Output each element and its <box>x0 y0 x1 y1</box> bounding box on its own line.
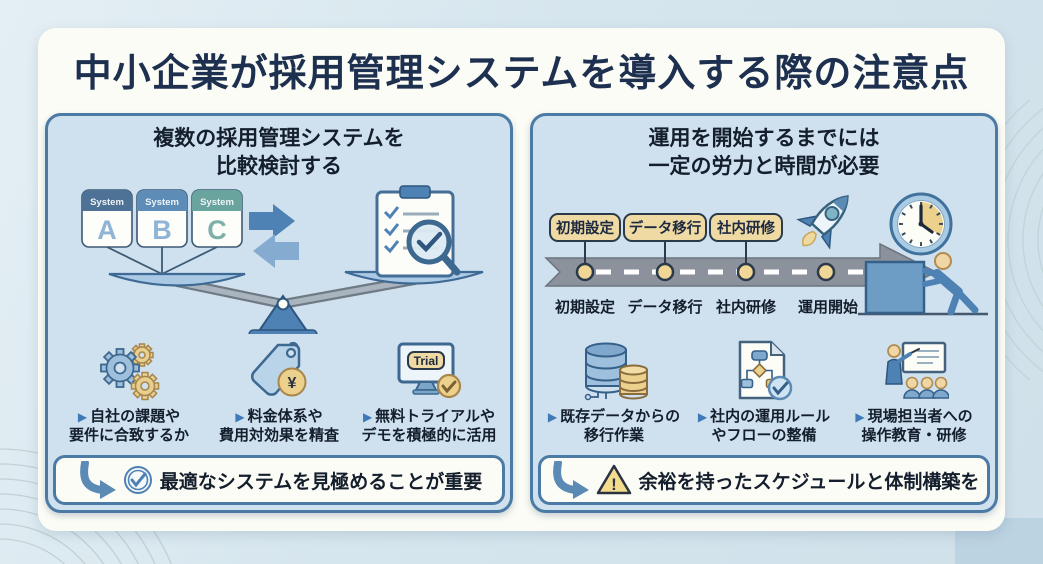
svg-text:B: B <box>152 215 172 245</box>
svg-text:C: C <box>207 215 227 245</box>
left-panel-heading: 複数の採用管理システムを 比較検討する <box>48 125 510 182</box>
item-text: ▶既存データからの 移行作業 <box>547 407 681 445</box>
item-text: ▶社内の運用ルール やフローの整備 <box>697 407 831 445</box>
scale-pivot <box>248 293 318 334</box>
svg-text:!: ! <box>611 475 617 494</box>
milestone-dots <box>575 262 836 281</box>
bullet-triangle-icon: ▶ <box>697 409 708 424</box>
flowchart-document-icon <box>738 340 793 400</box>
content-sheet: 中小企業が採用管理システムを導入する際の注意点 複数の採用管理システムを 比較検… <box>38 28 1005 531</box>
item-training: ▶現場担当者への 操作教育・研修 <box>839 338 989 446</box>
right-heading-line1: 運用を開始するまでには <box>648 127 880 150</box>
yellow-database <box>619 364 648 400</box>
right-illustration-area: 初期設定 データ移行 社内研修 初期設定 データ移行 社内研修 運用開始 <box>533 184 995 334</box>
item-text: ▶現場担当者への 操作教育・研修 <box>855 407 973 445</box>
gears-icon <box>100 342 160 400</box>
item-pricing: ¥ ▶料金体系や 費用対効果を精査 <box>204 338 354 446</box>
right-items-row: ▶既存データからの 移行作業 <box>533 338 995 446</box>
scale-left-pan <box>108 272 246 287</box>
left-heading-line2: 比較検討する <box>216 155 342 179</box>
item-free-trial: Trial ▶無料トライアルや デモを積極的に活用 <box>354 338 504 446</box>
compare-arrow-left-icon <box>253 233 299 268</box>
system-card-c: System C <box>191 188 243 248</box>
audience <box>903 376 949 399</box>
warning-triangle-icon: ! <box>596 464 631 495</box>
balance-scale-illustration: System A System B System C <box>81 184 484 334</box>
panel-launch-effort: 運用を開始するまでには 一定の労力と時間が必要 <box>530 113 998 513</box>
item-fit-requirements: ▶自社の課題や 要件に合致するか <box>54 338 204 446</box>
svg-text:A: A <box>97 215 117 245</box>
compare-arrow-right-icon <box>249 203 295 238</box>
monitor-trial-icon: Trial <box>397 342 462 398</box>
card-connector-lines <box>106 245 218 275</box>
curved-arrow-icon <box>552 461 589 499</box>
curved-arrow-icon <box>79 461 116 499</box>
right-panel-heading: 運用を開始するまでには 一定の労力と時間が必要 <box>533 125 995 182</box>
svg-text:Trial: Trial <box>414 354 439 368</box>
svg-text:System: System <box>200 197 234 208</box>
svg-text:System: System <box>90 197 124 208</box>
svg-text:初期設定: 初期設定 <box>555 298 615 316</box>
clock-icon <box>889 192 953 256</box>
system-card-a: System A <box>81 188 133 248</box>
right-heading-line2: 一定の労力と時間が必要 <box>648 155 880 179</box>
item-text: ▶料金体系や 費用対効果を精査 <box>218 407 339 445</box>
svg-text:社内研修: 社内研修 <box>716 219 775 237</box>
left-conclusion: 最適なシステムを見極めることが重要 <box>53 455 505 505</box>
timeline-illustration: 初期設定 データ移行 社内研修 初期設定 データ移行 社内研修 運用開始 <box>544 192 988 316</box>
item-text: ▶無料トライアルや デモを積極的に活用 <box>361 407 497 445</box>
bullet-triangle-icon: ▶ <box>362 409 373 424</box>
bullet-triangle-icon: ▶ <box>235 409 245 424</box>
right-conclusion: ! 余裕を持ったスケジュールと体制構築を <box>538 455 990 505</box>
svg-text:System: System <box>145 197 179 208</box>
bullet-triangle-icon: ▶ <box>547 409 558 424</box>
timeline-badges: 初期設定 データ移行 社内研修 <box>549 212 783 242</box>
left-conclusion-text: 最適なシステムを見極めることが重要 <box>159 471 483 493</box>
timeline-labels: 初期設定 データ移行 社内研修 運用開始 <box>555 298 858 316</box>
system-card-b: System B <box>136 188 188 248</box>
svg-text:社内研修: 社内研修 <box>715 298 777 316</box>
svg-text:¥: ¥ <box>288 375 297 392</box>
rocket-icon <box>796 194 849 250</box>
left-heading-line1: 複数の採用管理システムを <box>153 127 405 150</box>
price-tag-icon: ¥ <box>251 341 307 397</box>
svg-text:データ移行: データ移行 <box>627 298 702 316</box>
svg-text:運用開始: 運用開始 <box>798 298 858 316</box>
left-illustration-area: System A System B System C <box>48 184 510 334</box>
bullet-triangle-icon: ▶ <box>855 409 865 424</box>
checklist-clipboard-icon <box>375 184 461 278</box>
training-presentation-icon <box>885 341 949 399</box>
page-title: 中小企業が採用管理システムを導入する際の注意点 <box>73 53 970 95</box>
left-items-row: ▶自社の課題や 要件に合致するか ¥ <box>48 338 510 446</box>
bullet-triangle-icon: ▶ <box>77 409 88 424</box>
panel-compare-systems: 複数の採用管理システムを 比較検討する <box>45 113 513 513</box>
person-pushing-box-icon <box>858 251 988 316</box>
right-conclusion-text: 余裕を持ったスケジュールと体制構築を <box>638 471 980 493</box>
item-text: ▶自社の課題や 要件に合致するか <box>68 407 189 445</box>
check-circle-icon <box>123 466 152 494</box>
item-data-migration: ▶既存データからの 移行作業 <box>539 338 689 446</box>
item-workflow-rules: ▶社内の運用ルール やフローの整備 <box>689 338 839 446</box>
svg-text:初期設定: 初期設定 <box>556 219 614 237</box>
svg-text:データ移行: データ移行 <box>629 219 702 237</box>
database-icon <box>584 342 648 400</box>
